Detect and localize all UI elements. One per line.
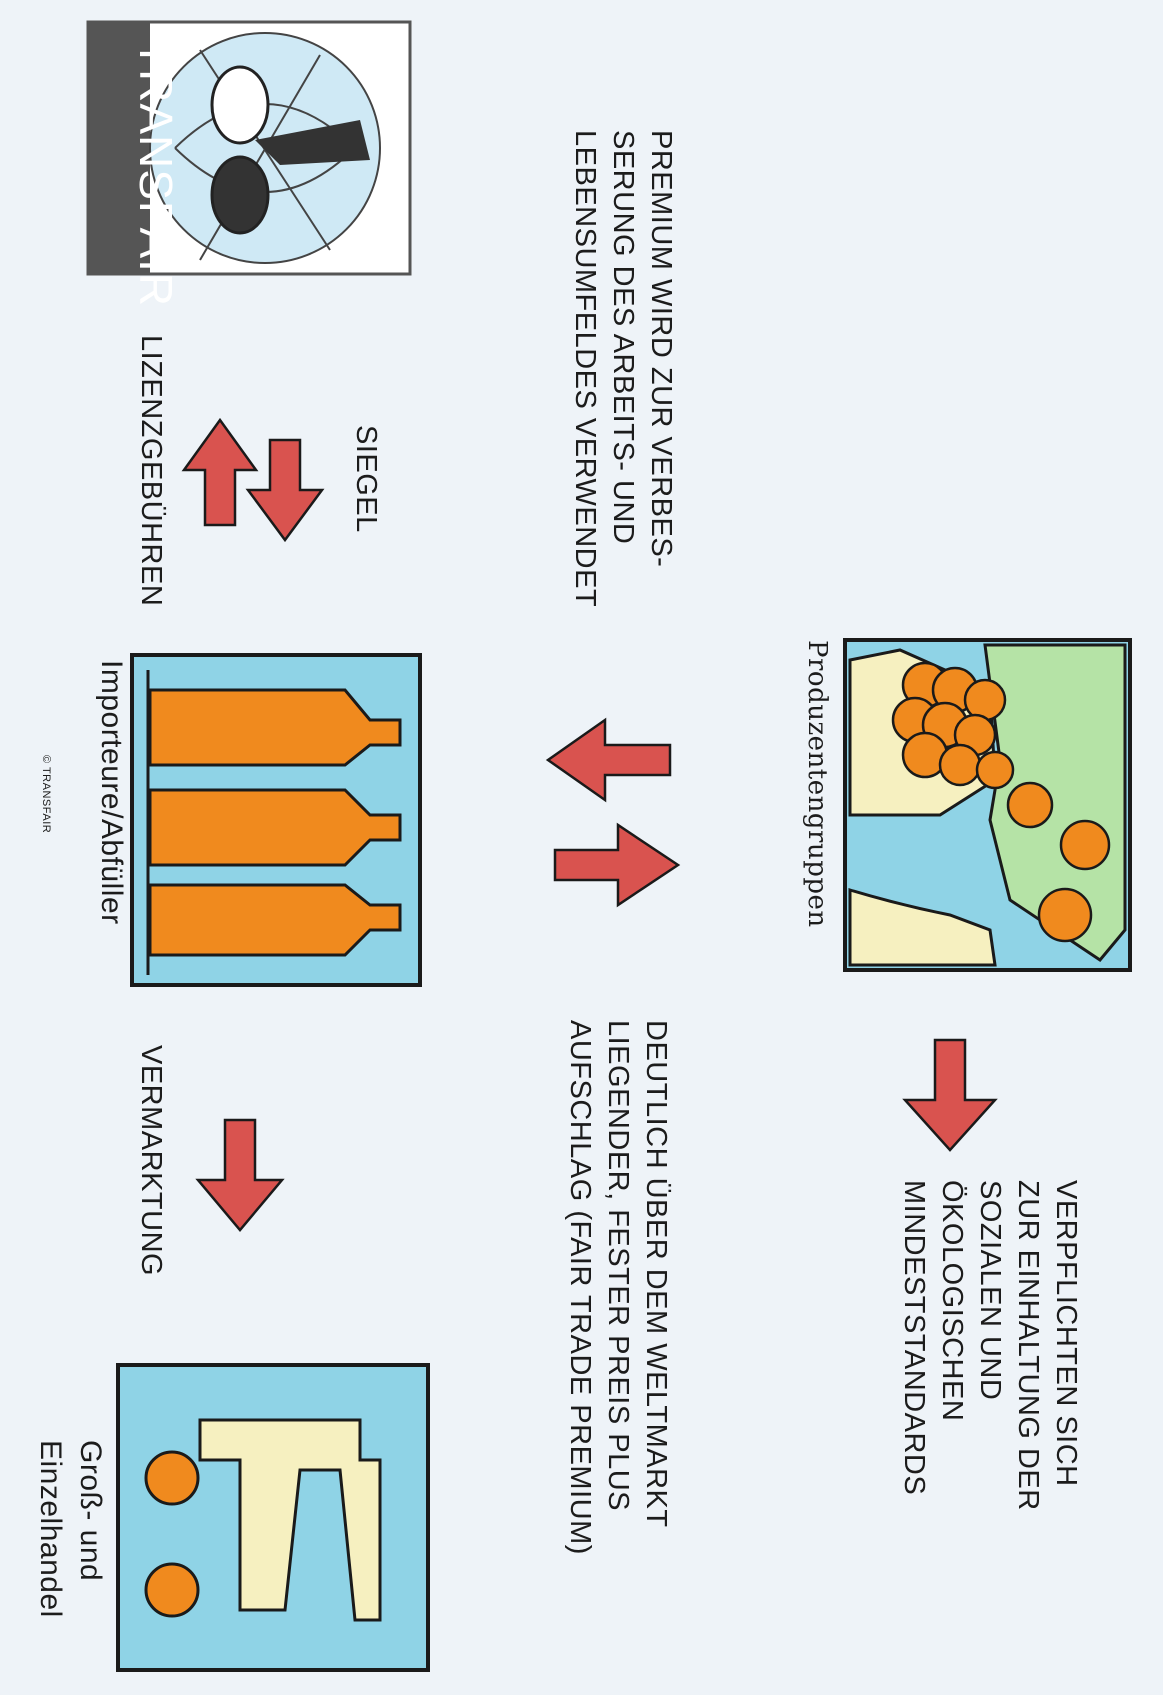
deutlich-line-3: AUFSCHLAG (FAIR TRADE PREMIUM) xyxy=(561,1020,599,1555)
verpflichten-line-4: ÖKOLOGISCHEN xyxy=(933,1180,971,1511)
verpflichten-line-5: MINDESTSTANDARDS xyxy=(895,1180,933,1511)
producer-to-importer-arrow-icon xyxy=(548,720,670,800)
verpflichten-line-3: SOZIALEN UND xyxy=(971,1180,1009,1511)
vermarktung-arrow-icon xyxy=(198,1120,282,1230)
deutlich-text: DEUTLICH ÜBER DEM WELTMARKT LIEGENDER, F… xyxy=(561,1020,675,1555)
premium-line-1: PREMIUM WIRD ZUR VERBES- xyxy=(642,130,680,607)
premium-text: PREMIUM WIRD ZUR VERBES- SERUNG DES ARBE… xyxy=(566,130,680,607)
importers-label: Importeure/Abfüller xyxy=(94,660,128,925)
retail-label: Groß- und Einzelhandel xyxy=(30,1440,110,1618)
deutlich-line-2: LIEGENDER, FESTER PREIS PLUS xyxy=(599,1020,637,1555)
siegel-label: SIEGEL xyxy=(347,425,385,533)
verpflichten-line-2: ZUR EINHALTUNG DER xyxy=(1009,1180,1047,1511)
siegel-arrow-icon xyxy=(248,440,322,540)
deutlich-line-1: DEUTLICH ÜBER DEM WELTMARKT xyxy=(637,1020,675,1555)
copyright-label: © TRANSFAIR xyxy=(40,755,52,833)
lizenz-arrow-icon xyxy=(184,420,256,525)
lizenz-label: LIZENZGEBÜHREN xyxy=(132,335,170,606)
retail-image xyxy=(118,1365,428,1670)
verpflichten-arrow-icon xyxy=(905,1040,995,1150)
verpflichten-text: VERPFLICHTEN SICH ZUR EINHALTUNG DER SOZ… xyxy=(895,1180,1085,1511)
retail-line-1: Groß- und xyxy=(70,1440,110,1618)
premium-line-2: SERUNG DES ARBEITS- UND xyxy=(604,130,642,607)
producers-image xyxy=(845,640,1130,970)
importers-image xyxy=(132,655,420,985)
importer-to-producer-arrow-icon xyxy=(555,825,678,905)
logo-text: TRANSFAIR xyxy=(130,40,182,307)
vermarktung-label: VERMARKTUNG xyxy=(132,1045,170,1276)
producers-label: Produzentengruppen xyxy=(802,640,832,928)
verpflichten-line-1: VERPFLICHTEN SICH xyxy=(1047,1180,1085,1511)
retail-line-2: Einzelhandel xyxy=(30,1440,70,1618)
premium-line-3: LEBENSUMFELDES VERWENDET xyxy=(566,130,604,607)
